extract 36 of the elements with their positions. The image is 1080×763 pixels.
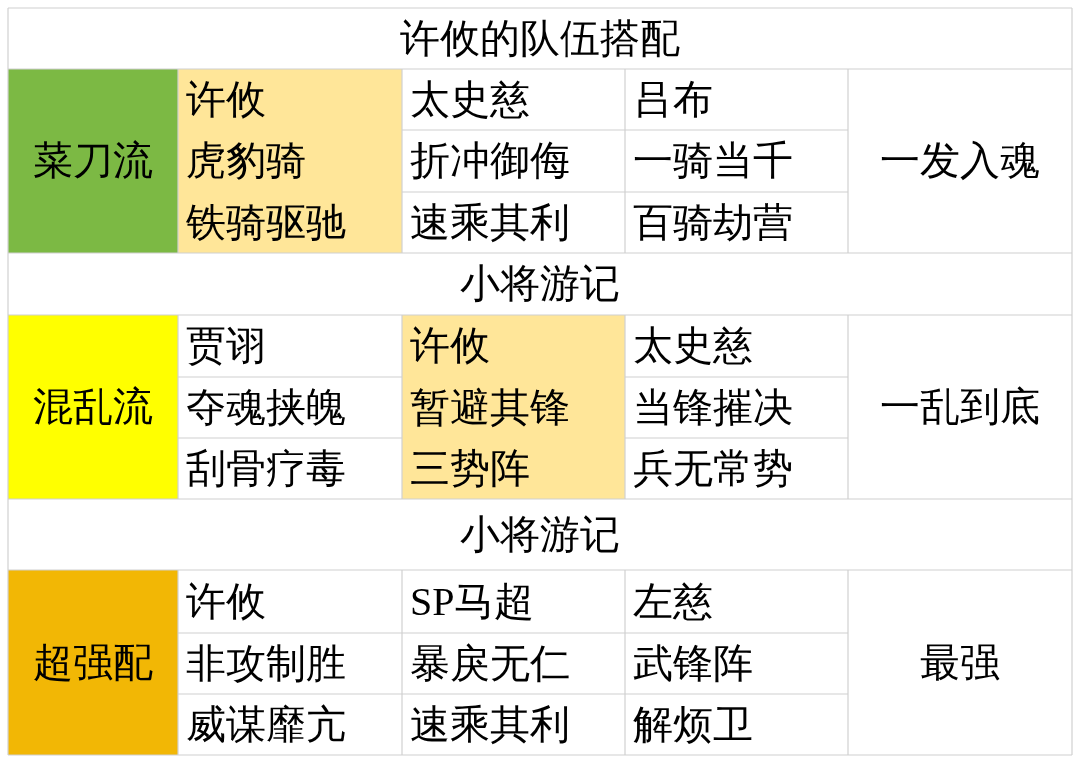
hero-name: 许攸 — [186, 75, 266, 124]
skill-name: 兵无常势 — [633, 444, 793, 493]
table-title: 许攸的队伍搭配 — [399, 14, 681, 63]
skill-name: 虎豹骑 — [186, 137, 306, 185]
skill-name: 非攻制胜 — [186, 639, 346, 688]
skill-name: 三势阵 — [410, 444, 530, 493]
skill-name: 当锋摧决 — [633, 383, 793, 432]
skill-name: 一骑当千 — [633, 137, 793, 185]
hero-name: 许攸 — [410, 322, 490, 370]
skill-name: 折冲御侮 — [410, 137, 570, 185]
skill-name: 暂避其锋 — [410, 383, 570, 432]
hero-name: 贾诩 — [186, 322, 266, 370]
skill-name: 速乘其利 — [410, 198, 570, 247]
note-text: 一乱到底 — [879, 383, 1041, 431]
skill-name: 威谋靡亢 — [186, 700, 346, 749]
hero-name: 太史慈 — [410, 75, 530, 124]
team-name: 混乱流 — [32, 383, 154, 431]
skill-name: 武锋阵 — [633, 639, 753, 688]
hero-name: 太史慈 — [633, 322, 753, 370]
skill-name: 百骑劫营 — [633, 198, 793, 247]
skill-name: 铁骑驱驰 — [186, 198, 346, 247]
hero-name: 吕布 — [633, 75, 713, 124]
hero-name: 许攸 — [186, 577, 266, 626]
note-text: 一发入魂 — [879, 137, 1041, 185]
hero-name: 左慈 — [633, 577, 713, 626]
skill-name: 夺魂挟魄 — [186, 383, 346, 432]
team-name: 超强配 — [32, 638, 154, 687]
hero-name: SP马超 — [410, 577, 535, 626]
note-text: 最强 — [919, 638, 1001, 687]
team-name: 菜刀流 — [32, 137, 154, 185]
skill-name: 刮骨疗毒 — [186, 444, 346, 493]
skill-name: 解烦卫 — [633, 700, 753, 749]
section-heading: 小将游记 — [459, 260, 621, 308]
section-heading: 小将游记 — [459, 510, 621, 559]
skill-name: 速乘其利 — [410, 700, 570, 749]
skill-name: 暴戾无仁 — [410, 639, 570, 688]
